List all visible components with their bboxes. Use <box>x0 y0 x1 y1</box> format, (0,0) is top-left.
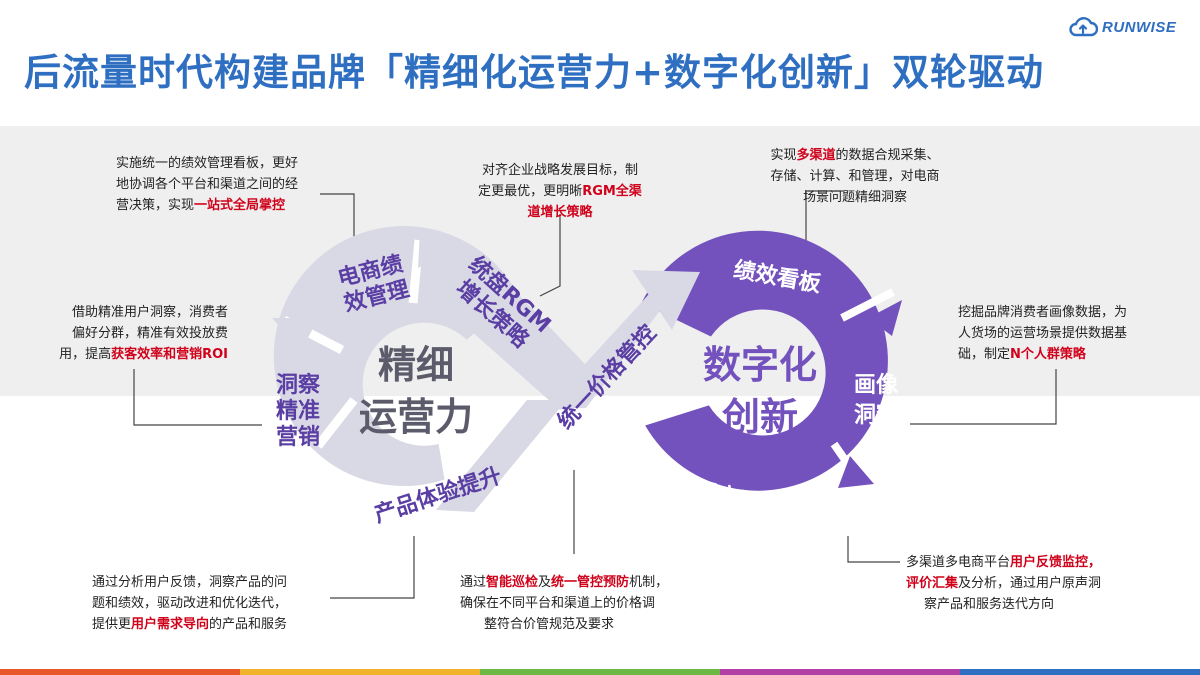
note-line: 定更最优，更明晰RGM全渠 <box>478 184 642 199</box>
cloud-upload-icon <box>1069 17 1098 37</box>
note-ecommerce-performance: 实施统一的绩效管理看板，更好 地协调各个平台和渠道之间的经 营决策，实现一站式全… <box>116 153 366 216</box>
note-precision-marketing: 借助精准用户洞察，消费者 偏好分群，精准有效投放费 用，提高获客效率和营销ROI <box>28 302 228 365</box>
note-line: 人货场的运营场景提供数据基 <box>958 326 1128 341</box>
note-highlight: 用户需求导向 <box>131 617 210 632</box>
note-highlight: 道增长策略 <box>527 205 593 220</box>
bar-segment-yellow <box>240 669 480 675</box>
note-highlight: 智能巡检 <box>486 575 539 590</box>
note-line: 实施统一的绩效管理看板，更好 <box>116 156 299 171</box>
note-line: 整符合价管规范及要求 <box>484 617 615 632</box>
bar-segment-orange <box>0 669 240 675</box>
note-line: 场景问题精细洞察 <box>802 190 907 205</box>
note-line: 挖掘品牌消费者画像数据，为 <box>958 305 1128 320</box>
note-line: 实现多渠道的数据合规采集、 <box>770 148 940 163</box>
bottom-color-bar <box>0 669 1200 675</box>
note-line: 察产品和服务迭代方向 <box>924 597 1055 612</box>
page-title: 后流量时代构建品牌「精细化运营力+数字化创新」双轮驱动 <box>24 51 1045 94</box>
note-user-voice: 多渠道多电商平台用户反馈监控， 评价汇集及分析，通过用户原声洞 察产品和服务迭代… <box>906 552 1176 615</box>
bar-segment-blue <box>960 669 1200 675</box>
note-line: 提供更用户需求导向的产品和服务 <box>92 617 288 632</box>
left-center-line1: 精细 <box>378 343 454 387</box>
note-highlight: 获客效率和营销ROI <box>111 347 228 362</box>
note-highlight: 统一管控预防 <box>551 575 630 590</box>
left-center-line2: 运营力 <box>359 395 473 439</box>
note-highlight: 评价汇集 <box>906 576 959 591</box>
right-center-line2: 创新 <box>722 395 798 439</box>
note-highlight: RGM全渠 <box>582 184 642 199</box>
note-line: 评价汇集及分析，通过用户原声洞 <box>906 576 1102 591</box>
note-rgm: 对齐企业战略发展目标，制 定更最优，更明晰RGM全渠 道增长策略 <box>470 160 650 223</box>
note-product-experience: 通过分析用户反馈，洞察产品的问 题和绩效，驱动改进和优化迭代， 提供更用户需求导… <box>92 572 352 635</box>
right-wheel <box>641 230 902 496</box>
note-line: 通过智能巡检及统一管控预防机制， <box>460 575 669 590</box>
note-highlight: 一站式全局掌控 <box>194 198 286 213</box>
note-persona-insight: 挖掘品牌消费者画像数据，为 人货场的运营场景提供数据基 础，制定N个人群策略 <box>958 302 1188 365</box>
note-price-control: 通过智能巡检及统一管控预防机制， 确保在不同平台和渠道上的价格调 整符合价管规范… <box>460 572 720 635</box>
note-line: 营决策，实现一站式全局掌控 <box>116 198 286 213</box>
note-line: 借助精准用户洞察，消费者 <box>71 305 228 320</box>
note-line: 多渠道多电商平台用户反馈监控， <box>906 555 1102 570</box>
segment-persona-insight: 画像洞察 <box>854 372 899 428</box>
note-line: 础，制定N个人群策略 <box>958 347 1086 362</box>
note-line: 偏好分群，精准有效投放费 <box>71 326 228 341</box>
left-wheel <box>272 226 519 487</box>
note-multichannel-data: 实现多渠道的数据合规采集、 存储、计算、和管理，对电商 场景问题精细洞察 <box>740 145 970 208</box>
note-line: 存储、计算、和管理，对电商 <box>770 169 940 184</box>
note-highlight: N个人群策略 <box>1010 347 1086 362</box>
note-line: 题和绩效，驱动改进和优化迭代， <box>92 596 288 611</box>
note-line: 通过分析用户反馈，洞察产品的问 <box>92 575 288 590</box>
note-line: 确保在不同平台和渠道上的价格调 <box>460 596 656 611</box>
logo-text: RUNWISE <box>1102 18 1177 36</box>
crossing-arrow <box>436 270 700 512</box>
bar-segment-magenta <box>720 669 960 675</box>
right-center-line1: 数字化 <box>703 343 817 387</box>
note-line: 地协调各个平台和渠道之间的经 <box>116 177 299 192</box>
note-line: 用，提高获客效率和营销ROI <box>59 347 228 362</box>
segment-precision-marketing: 洞察精准营销 <box>276 372 321 450</box>
bar-segment-green <box>480 669 720 675</box>
runwise-logo: RUNWISE <box>1068 14 1176 40</box>
note-highlight: 用户反馈监控， <box>1010 555 1102 570</box>
note-line: 对齐企业战略发展目标，制 <box>481 163 638 178</box>
note-highlight: 多渠道 <box>796 148 836 163</box>
